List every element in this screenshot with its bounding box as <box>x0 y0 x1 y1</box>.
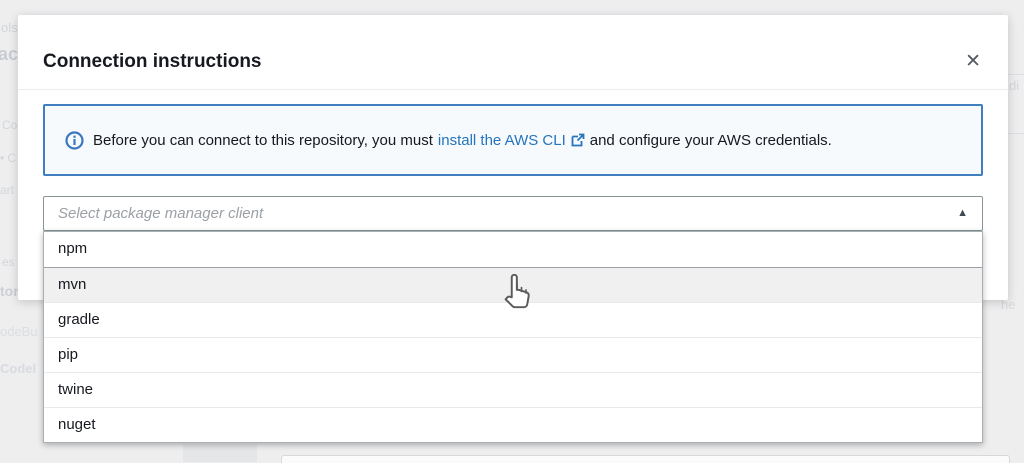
background-text-fragment: di <box>1009 78 1020 93</box>
background-text-fragment: ols <box>1 20 18 35</box>
background-panel-edge <box>281 455 1010 463</box>
background-divider <box>1006 74 1024 75</box>
package-manager-select[interactable]: Select package manager client ▲ <box>43 196 983 231</box>
info-circle-icon <box>65 130 84 150</box>
header-divider <box>18 89 1008 90</box>
background-text-fragment: • C <box>0 151 17 165</box>
option-npm[interactable]: npm <box>58 240 88 257</box>
background-text-fragment: Co <box>2 118 18 132</box>
option-pip[interactable]: pip <box>44 337 982 372</box>
install-aws-cli-link[interactable]: install the AWS CLI <box>437 131 566 149</box>
alert-text-after: and configure your AWS credentials. <box>589 131 832 149</box>
background-text-fragment: he <box>1001 297 1016 312</box>
external-link-icon[interactable] <box>571 133 585 147</box>
option-twine[interactable]: twine <box>44 372 982 407</box>
option-gradle[interactable]: gradle <box>44 302 982 337</box>
alert-text-before: Before you can connect to this repositor… <box>93 131 433 149</box>
select-placeholder: Select package manager client <box>58 205 264 222</box>
dialog-title: Connection instructions <box>43 51 262 72</box>
alert-message: Before you can connect to this repositor… <box>93 132 832 149</box>
option-mvn[interactable]: mvn <box>44 267 982 303</box>
chevron-up-icon[interactable]: ▲ <box>957 207 968 219</box>
background-text-fragment: art <box>0 183 15 197</box>
background-text-fragment: ac <box>0 44 19 64</box>
option-nuget[interactable]: nuget <box>44 407 982 442</box>
info-alert: Before you can connect to this repositor… <box>43 104 983 176</box>
background-text-fragment: Codel <box>0 361 37 376</box>
close-icon[interactable]: ✕ <box>965 51 981 72</box>
background-text-fragment: es <box>2 255 15 269</box>
background-divider <box>1006 133 1024 134</box>
package-manager-option-list: npm mvn gradle pip twine nuget <box>43 231 983 443</box>
background-scrollbar-strip <box>183 444 257 462</box>
background-text-fragment: odeBu <box>0 324 38 339</box>
